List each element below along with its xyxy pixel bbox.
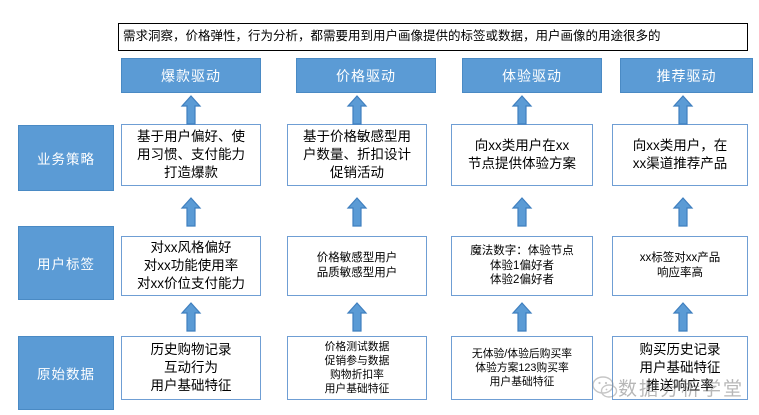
cell-raw-data-tiyan: 无体验/体验后购买率 体验方案123购买率 用户基础特征 xyxy=(451,336,593,400)
cell-user-tags-baokuan: 对xx风格偏好 对xx功能使用率 对xx价位支付能力 xyxy=(121,236,261,296)
arrow-up-icon xyxy=(346,95,368,125)
column-header-jiage[interactable]: 价格驱动 xyxy=(296,58,436,93)
cell-business-strategy-tuijian: 向xx类用户，在 xx渠道推荐产品 xyxy=(612,124,748,186)
cell-business-strategy-baokuan: 基于用户偏好、使 用习惯、支付能力 打造爆款 xyxy=(121,124,261,186)
column-header-tuijian[interactable]: 推荐驱动 xyxy=(620,58,753,93)
arrow-up-icon xyxy=(346,302,368,332)
cell-user-tags-tiyan: 魔法数字：体验节点 体验1偏好者 体验2偏好者 xyxy=(451,236,593,296)
arrow-up-icon xyxy=(511,197,533,227)
arrow-up-icon xyxy=(672,302,694,332)
arrow-up-icon xyxy=(180,197,202,227)
arrow-up-icon xyxy=(511,95,533,125)
arrow-up-icon xyxy=(180,95,202,125)
arrow-up-icon xyxy=(672,197,694,227)
row-label-raw-data[interactable]: 原始数据 xyxy=(18,336,114,410)
row-label-user-tags[interactable]: 用户标签 xyxy=(18,226,114,300)
cell-business-strategy-jiage: 基于价格敏感型用 户数量、折扣设计 促销活动 xyxy=(287,124,427,186)
banner-text: 需求洞察，价格弹性，行为分析，都需要用到用户画像提供的标签或数据，用户画像的用途… xyxy=(118,23,748,51)
cell-raw-data-jiage: 价格测试数据 促销参与数据 购物折扣率 用户基础特征 xyxy=(287,336,427,400)
cell-business-strategy-tiyan: 向xx类用户在xx 节点提供体验方案 xyxy=(451,124,593,186)
column-header-tiyan[interactable]: 体验驱动 xyxy=(462,58,602,93)
cell-user-tags-tuijian: xx标签对xx产品 响应率高 xyxy=(612,236,748,296)
row-label-business-strategy[interactable]: 业务策略 xyxy=(18,125,114,191)
cell-user-tags-jiage: 价格敏感型用户 品质敏感型用户 xyxy=(287,236,427,296)
arrow-up-icon xyxy=(511,302,533,332)
column-header-baokuan[interactable]: 爆款驱动 xyxy=(121,58,261,93)
arrow-up-icon xyxy=(180,302,202,332)
arrow-up-icon xyxy=(672,95,694,125)
arrow-up-icon xyxy=(346,197,368,227)
cell-raw-data-baokuan: 历史购物记录 互动行为 用户基础特征 xyxy=(121,336,261,400)
cell-raw-data-tuijian: 购买历史记录 用户基础特征 推送响应率 xyxy=(612,336,748,400)
